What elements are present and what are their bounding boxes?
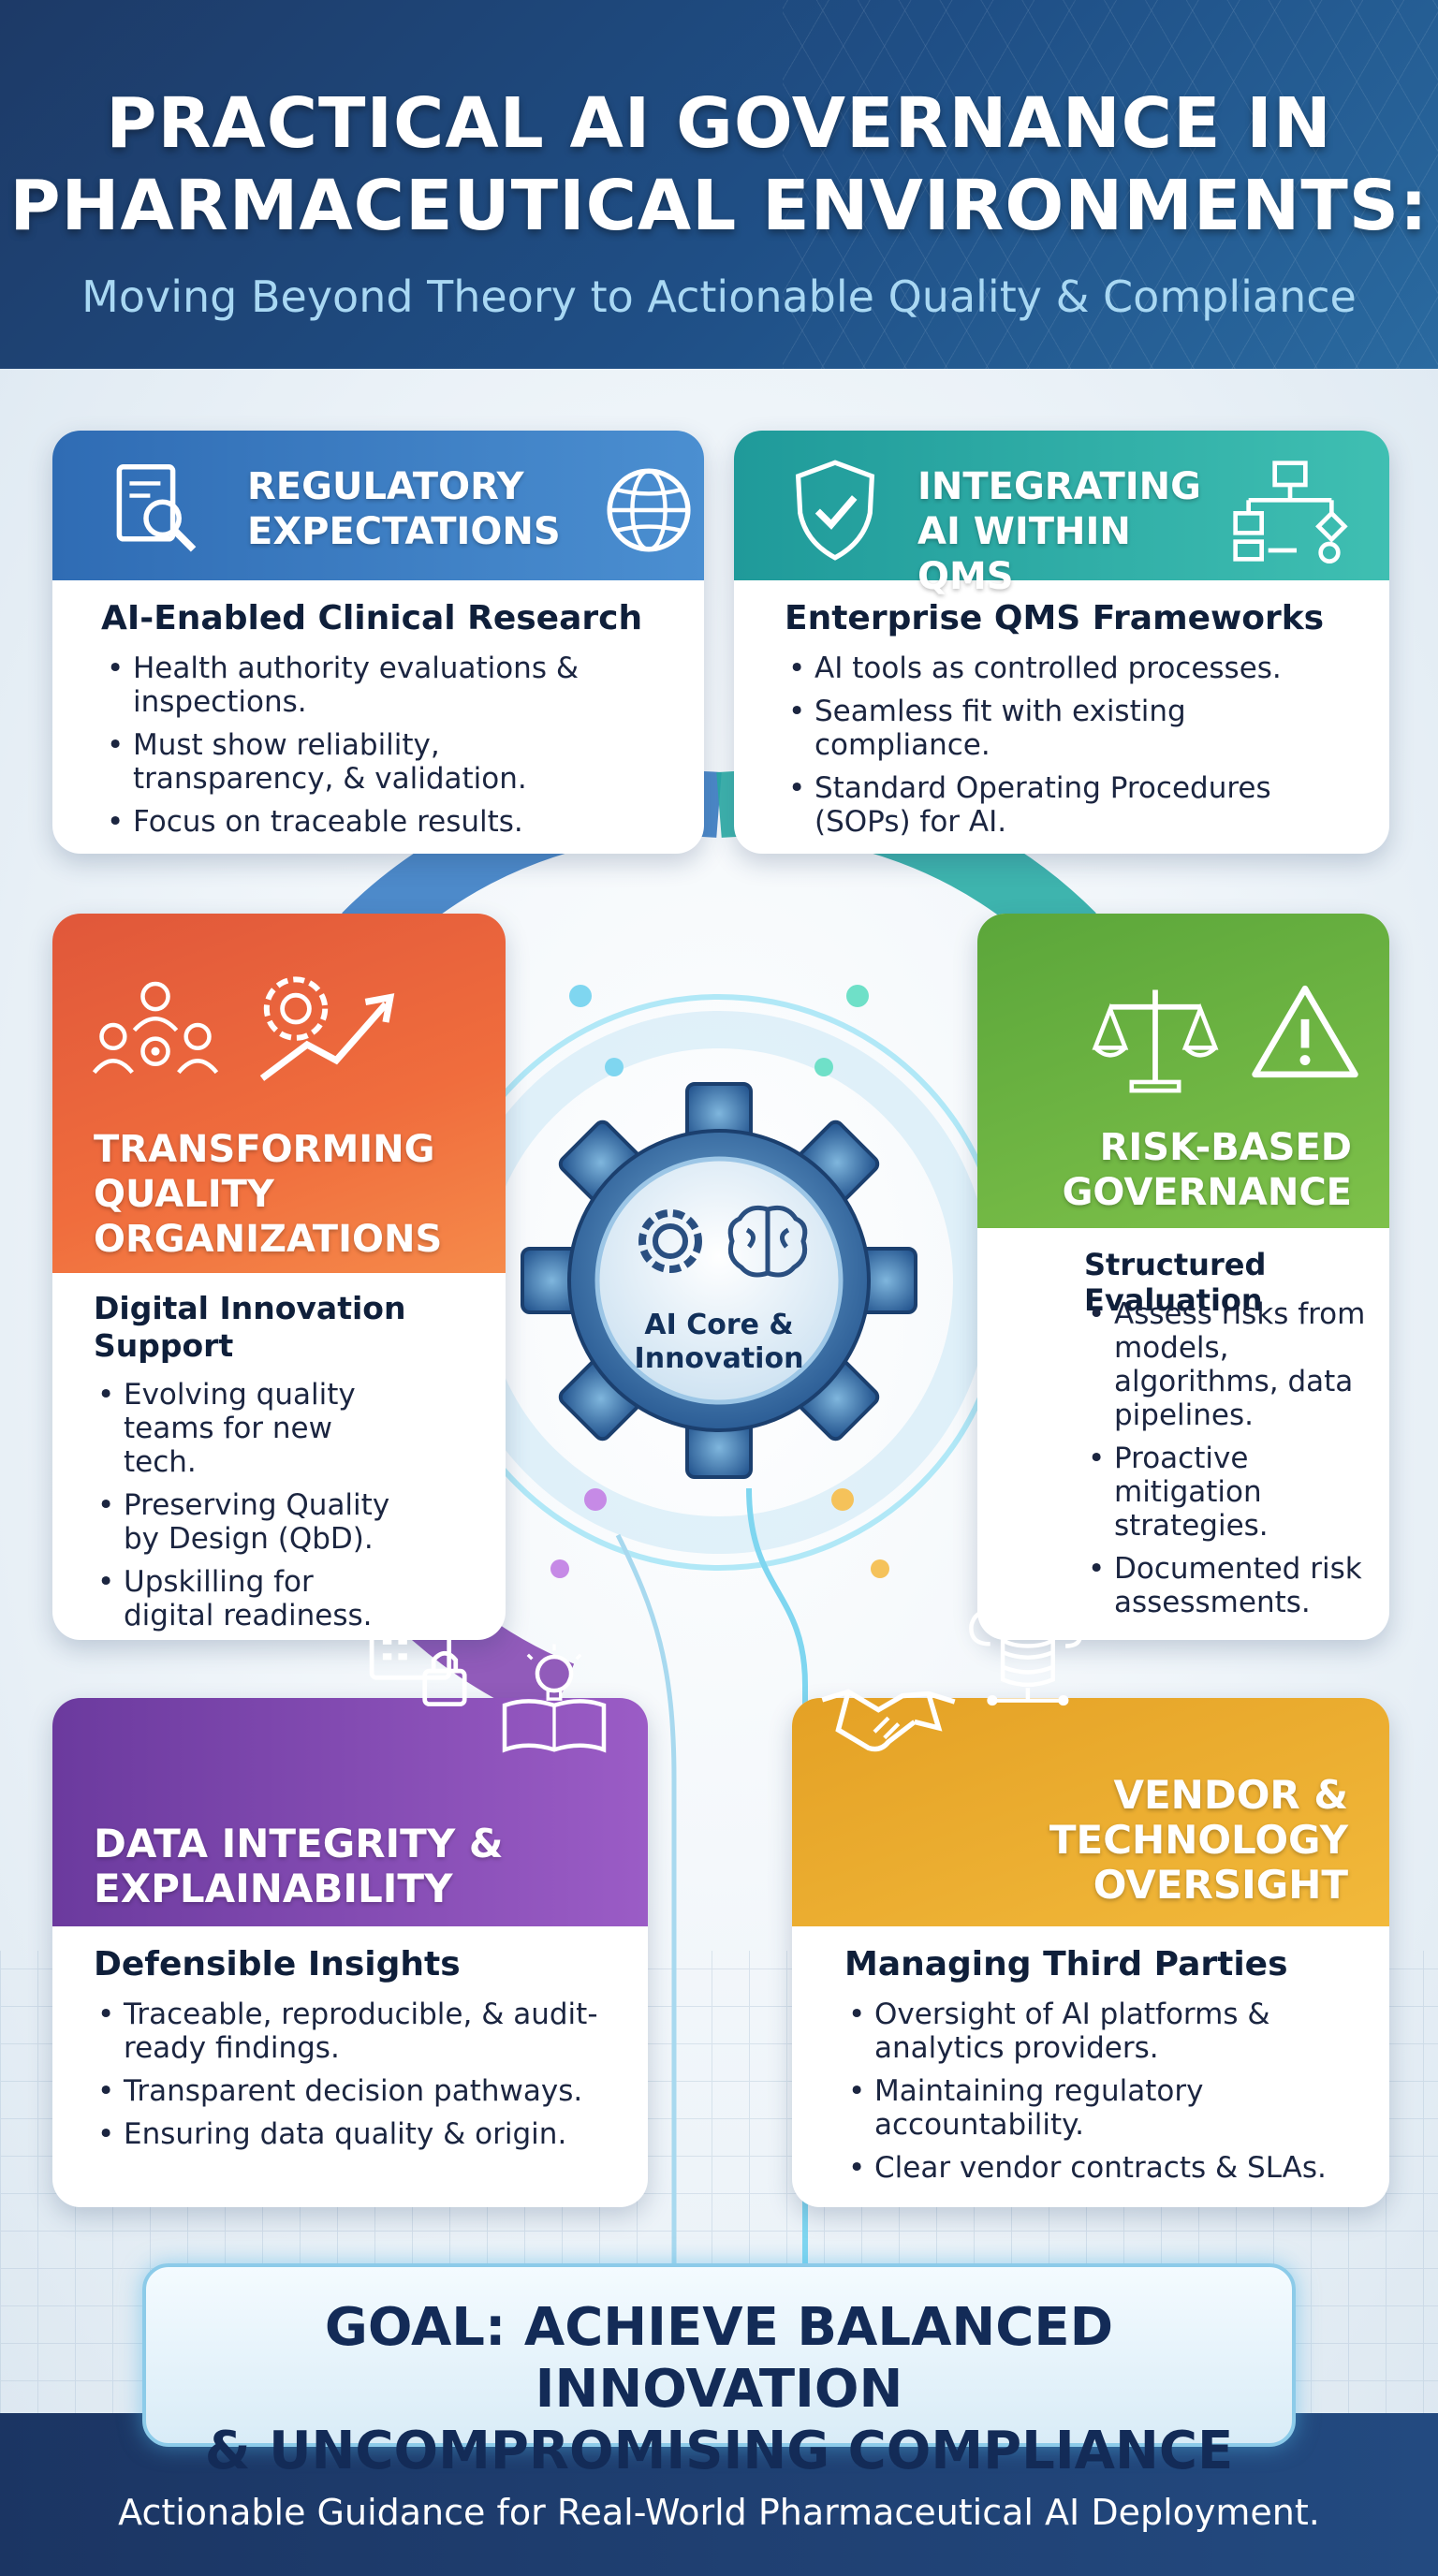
bullet-item: Oversight of AI platforms & analytics pr… xyxy=(844,1998,1369,2065)
header-banner xyxy=(0,0,1438,369)
bullet-item: Documented risk assessments. xyxy=(1084,1552,1384,1619)
card-header: VENDOR & TECHNOLOGY OVERSIGHT xyxy=(792,1698,1389,1926)
footer-text: Actionable Guidance for Real-World Pharm… xyxy=(118,2492,1320,2533)
bullet-item: Health authority evaluations & inspectio… xyxy=(103,651,627,719)
title-line: INTEGRATING xyxy=(917,465,1201,508)
title-line-2: PHARMACEUTICAL ENVIRONMENTS: xyxy=(9,166,1429,246)
card-title: RISK-BASED GOVERNANCE xyxy=(1034,1125,1352,1215)
title-line: DATA INTEGRITY & xyxy=(94,1821,504,1866)
book-lightbulb-icon xyxy=(494,1640,614,1756)
center-label-line: Innovation xyxy=(634,1342,804,1375)
bullet-list: Evolving quality teams for new tech. Pre… xyxy=(94,1378,412,1640)
card-subheading: AI-Enabled Clinical Research xyxy=(101,599,643,637)
goal-line: GOAL: ACHIEVE BALANCED INNOVATION xyxy=(324,2297,1114,2420)
shield-check-icon xyxy=(786,457,884,564)
bullet-list: Assess risks from models, algorithms, da… xyxy=(1084,1297,1384,1629)
bullet-item: Must show reliability, transparency, & v… xyxy=(103,728,627,796)
bullet-item: Upskilling for digital readiness. xyxy=(94,1565,412,1632)
bullet-item: Focus on traceable results. xyxy=(103,805,627,839)
globe-icon xyxy=(597,459,700,562)
bullet-item: Seamless fit with existing compliance. xyxy=(785,695,1356,762)
title-line: OVERSIGHT xyxy=(1093,1862,1348,1908)
title-line: AI WITHIN QMS xyxy=(917,510,1131,598)
goal-banner: GOAL: ACHIEVE BALANCED INNOVATION & UNCO… xyxy=(142,2263,1296,2481)
title-line: RISK-BASED xyxy=(1099,1126,1352,1169)
gear-icon xyxy=(638,1209,702,1273)
document-search-icon xyxy=(105,459,208,562)
gear-growth-icon xyxy=(240,955,408,1090)
card-subheading: Managing Third Parties xyxy=(844,1945,1288,1983)
card-data-integrity-explainability: DATA INTEGRITY & EXPLAINABILITY Defensib… xyxy=(52,1698,648,2207)
bullet-item: AI tools as controlled processes. xyxy=(785,651,1356,685)
goal-text: GOAL: ACHIEVE BALANCED INNOVATION & UNCO… xyxy=(146,2297,1292,2482)
subheading-line: Digital Innovation xyxy=(94,1290,406,1326)
goal-line: & UNCOMPROMISING COMPLIANCE xyxy=(204,2421,1234,2481)
bullet-item: Clear vendor contracts & SLAs. xyxy=(844,2151,1369,2185)
ai-core-gear xyxy=(521,1082,917,1479)
card-title: DATA INTEGRITY & EXPLAINABILITY xyxy=(94,1822,618,1911)
subheading-line: Support xyxy=(94,1327,234,1364)
bullet-item: Transparent decision pathways. xyxy=(94,2074,618,2108)
card-title: REGULATORY EXPECTATIONS xyxy=(247,464,584,554)
cloud-database-icon xyxy=(959,1588,1099,1713)
card-header: INTEGRATING AI WITHIN QMS xyxy=(734,431,1389,598)
center-label-line: AI Core & xyxy=(644,1309,794,1341)
card-header: DATA INTEGRITY & EXPLAINABILITY xyxy=(52,1698,648,1926)
title-line: REGULATORY xyxy=(247,465,524,508)
bullet-list: Traceable, reproducible, & audit-ready f… xyxy=(94,1998,618,2160)
bullet-item: Traceable, reproducible, & audit-ready f… xyxy=(94,1998,618,2065)
title-line: VENDOR & xyxy=(1113,1772,1348,1818)
brain-icon xyxy=(727,1205,808,1278)
warning-icon xyxy=(1249,979,1361,1084)
card-vendor-technology-oversight: VENDOR & TECHNOLOGY OVERSIGHT Managing T… xyxy=(792,1698,1389,2207)
bullet-item: Assess risks from models, algorithms, da… xyxy=(1084,1297,1384,1432)
title-line: EXPECTATIONS xyxy=(247,510,561,553)
title-line: GOVERNANCE xyxy=(1062,1171,1352,1214)
card-header: RISK-BASED GOVERNANCE xyxy=(977,914,1389,1228)
flowchart-icon xyxy=(1225,455,1356,567)
card-regulatory-expectations: REGULATORY EXPECTATIONS AI-Enabled Clini… xyxy=(52,431,704,854)
page-subtitle: Moving Beyond Theory to Actionable Quali… xyxy=(81,271,1357,322)
card-header: TRANSFORMING QUALITY ORGANIZATIONS xyxy=(52,914,506,1273)
title-line: TRANSFORMING xyxy=(94,1128,435,1171)
gear-shape xyxy=(521,1082,917,1479)
bullet-item: Preserving Quality by Design (QbD). xyxy=(94,1488,412,1556)
bullet-list: Health authority evaluations & inspectio… xyxy=(103,651,627,848)
card-integrating-ai-qms: INTEGRATING AI WITHIN QMS Enterprise QMS… xyxy=(734,431,1389,854)
title-line: QUALITY xyxy=(94,1173,274,1216)
card-header: REGULATORY EXPECTATIONS xyxy=(52,431,704,580)
bullet-item: Standard Operating Procedures (SOPs) for… xyxy=(785,771,1356,839)
bullet-item: Maintaining regulatory accountability. xyxy=(844,2074,1369,2142)
title-line: EXPLAINABILITY xyxy=(94,1866,453,1911)
card-title: TRANSFORMING QUALITY ORGANIZATIONS xyxy=(94,1127,487,1262)
secure-data-icon xyxy=(365,1603,476,1713)
card-title: VENDOR & TECHNOLOGY OVERSIGHT xyxy=(861,1773,1348,1908)
team-gear-icon xyxy=(90,975,221,1091)
card-title: INTEGRATING AI WITHIN QMS xyxy=(917,464,1226,599)
bullet-list: AI tools as controlled processes. Seamle… xyxy=(785,651,1356,848)
bullet-item: Ensuring data quality & origin. xyxy=(94,2117,618,2151)
title-line: TECHNOLOGY xyxy=(1049,1817,1348,1863)
title-line: ORGANIZATIONS xyxy=(94,1218,443,1261)
card-transforming-quality-organizations: TRANSFORMING QUALITY ORGANIZATIONS Digit… xyxy=(52,914,506,1640)
bullet-item: Evolving quality teams for new tech. xyxy=(94,1378,412,1479)
page-title: PRACTICAL AI GOVERNANCE IN PHARMACEUTICA… xyxy=(0,82,1438,247)
center-label: AI Core & Innovation xyxy=(625,1309,813,1376)
handshake-icon xyxy=(818,1668,959,1762)
bullet-list: Oversight of AI platforms & analytics pr… xyxy=(844,1998,1369,2194)
title-line-1: PRACTICAL AI GOVERNANCE IN xyxy=(106,83,1332,164)
scales-icon xyxy=(1090,979,1221,1097)
card-risk-based-governance: RISK-BASED GOVERNANCE Structured Evaluat… xyxy=(977,914,1389,1640)
bullet-item: Proactive mitigation strategies. xyxy=(1084,1442,1384,1543)
card-subheading: Enterprise QMS Frameworks xyxy=(785,599,1325,637)
card-subheading: Digital Innovation Support xyxy=(94,1290,405,1365)
card-subheading: Defensible Insights xyxy=(94,1945,461,1983)
header-mesh xyxy=(783,0,1438,369)
